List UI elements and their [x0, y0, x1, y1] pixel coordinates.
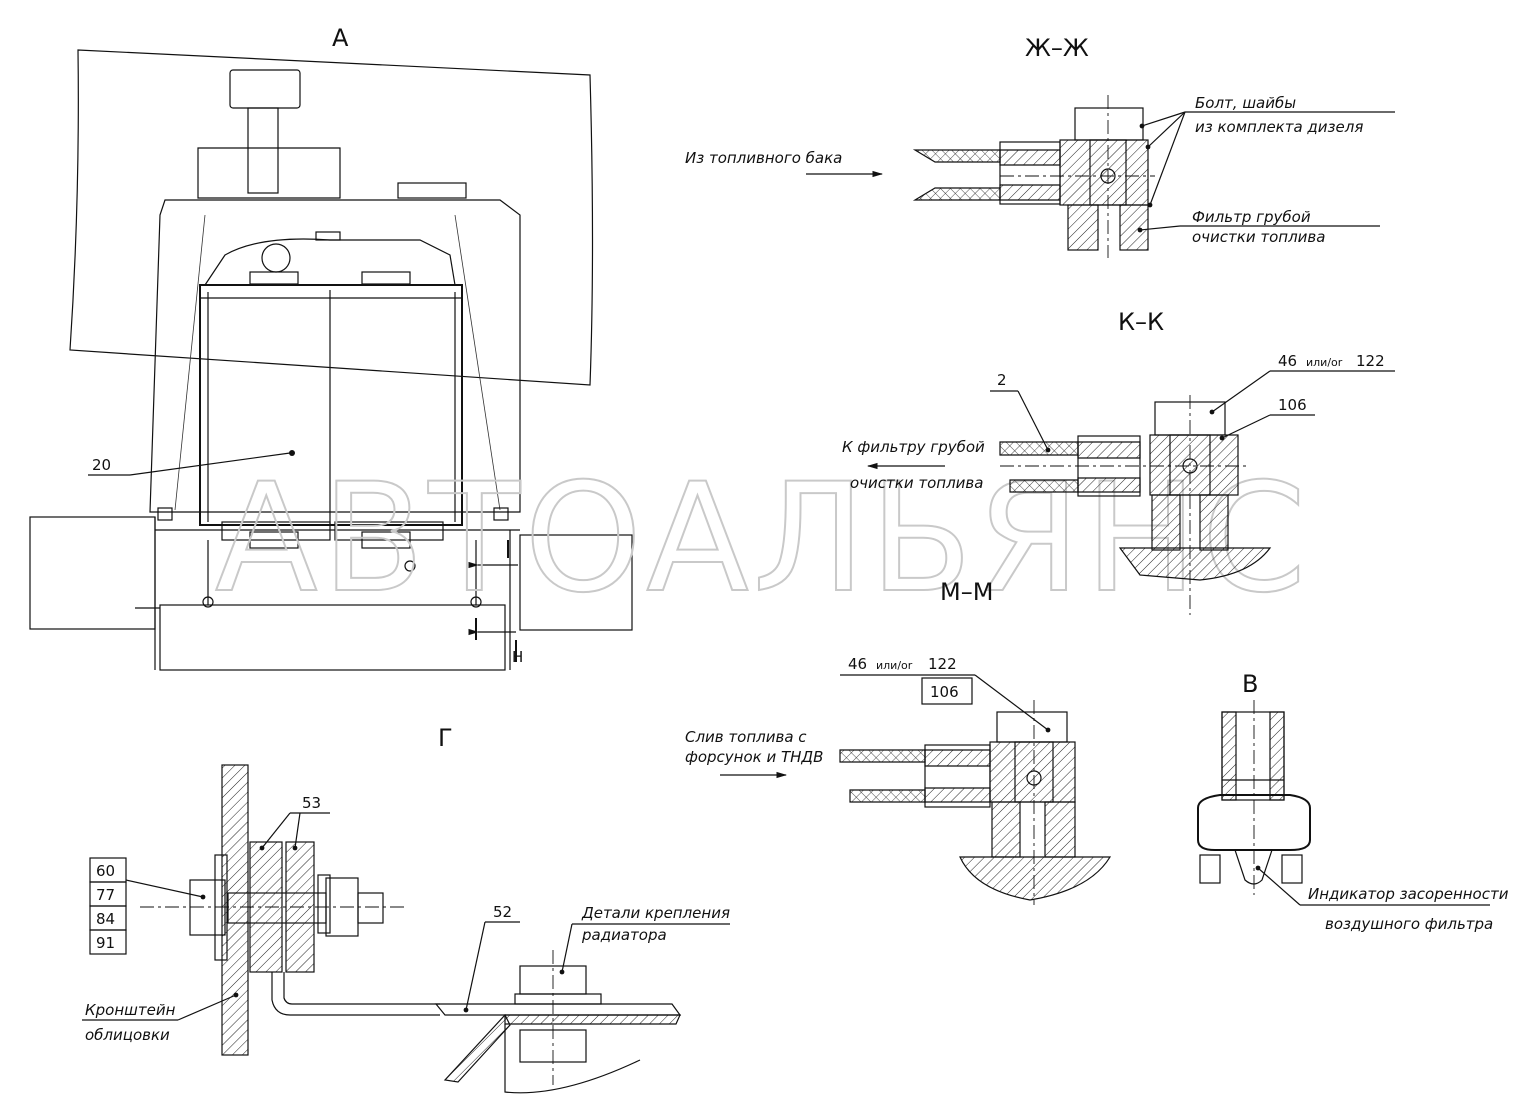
m-label-106: 106 — [930, 683, 959, 701]
frame-beam — [159, 604, 506, 671]
g-label-84: 84 — [96, 910, 115, 928]
zh-filter-line2: очистки топлива — [1192, 228, 1325, 246]
svg-text:или/or: или/or — [1306, 356, 1343, 369]
section-m-title: М–М — [940, 578, 993, 606]
view-g-title: Г — [438, 724, 453, 752]
section-m: М–М 46 или/or 122 106 Слив топлива с фор… — [685, 578, 1112, 905]
g-label-91: 91 — [96, 934, 115, 952]
g-label-52: 52 — [493, 903, 512, 921]
k-to-filter-line2: очистки топлива — [850, 474, 983, 492]
g-bracket-line1: Кронштейн — [85, 1001, 176, 1019]
v-indicator-line1: Индикатор засоренности — [1308, 885, 1509, 903]
g-label-77: 77 — [96, 886, 115, 904]
k-label-46-122: 46 или/or 122 — [1278, 352, 1385, 370]
label-20: 20 — [92, 456, 111, 474]
k-to-filter-line1: К фильтру грубой — [842, 438, 985, 456]
zh-bolt-line2: из комплекта дизеля — [1195, 118, 1363, 136]
view-g: Г 53 60 77 84 91 Кронштей — [82, 724, 730, 1094]
air-cap — [229, 69, 301, 109]
small-cap — [397, 182, 467, 199]
m-label-46-122: 46 или/or 122 — [848, 655, 957, 673]
zh-inlet-label: Из топливного бака — [685, 149, 842, 167]
g-label-53: 53 — [302, 794, 321, 812]
svg-text:46: 46 — [848, 655, 867, 673]
svg-text:122: 122 — [928, 655, 957, 673]
hood-outline — [69, 49, 594, 386]
svg-text:122: 122 — [1356, 352, 1385, 370]
m-drain-line2: форсунок и ТНДВ — [685, 748, 823, 766]
radiator-core — [199, 284, 463, 526]
section-k-title: К–К — [1118, 308, 1164, 336]
view-v: В Индикатор засоренности воздушного филь… — [1197, 670, 1509, 933]
section-zh-title: Ж–Ж — [1025, 34, 1089, 62]
zh-filter-line1: Фильтр грубой — [1192, 208, 1311, 226]
shroud — [149, 199, 521, 513]
svg-text:46: 46 — [1278, 352, 1297, 370]
watermark: АВТОАЛЬЯНС — [215, 452, 1310, 626]
air-filter-housing — [197, 147, 341, 199]
g-radiator-line2: радиатора — [581, 926, 667, 944]
marker-h: Н — [512, 648, 523, 666]
svg-text:или/or: или/or — [876, 659, 913, 672]
section-k: К–К 2 46 или/or 122 106 К фильтру грубой… — [842, 308, 1395, 615]
g-radiator-line1: Детали крепления — [581, 904, 730, 922]
g-bracket-line2: облицовки — [85, 1026, 170, 1044]
zh-bolt-line1: Болт, шайбы — [1195, 94, 1296, 112]
k-label-106: 106 — [1278, 396, 1307, 414]
view-a-title: А — [332, 24, 349, 52]
air-pipe — [247, 107, 279, 194]
k-label-2: 2 — [997, 371, 1007, 389]
view-a: А 20 — [29, 24, 633, 671]
frame-left — [29, 516, 156, 630]
g-label-60: 60 — [96, 862, 115, 880]
v-indicator-line2: воздушного фильтра — [1325, 915, 1493, 933]
tank-top — [203, 238, 456, 286]
m-drain-line1: Слив топлива с — [685, 728, 807, 746]
section-zh: Ж–Ж Из топливного бака Болт, шайбы из ко… — [685, 34, 1395, 258]
g-position-stack: 60 77 84 91 — [89, 857, 127, 955]
view-v-title: В — [1242, 670, 1258, 698]
